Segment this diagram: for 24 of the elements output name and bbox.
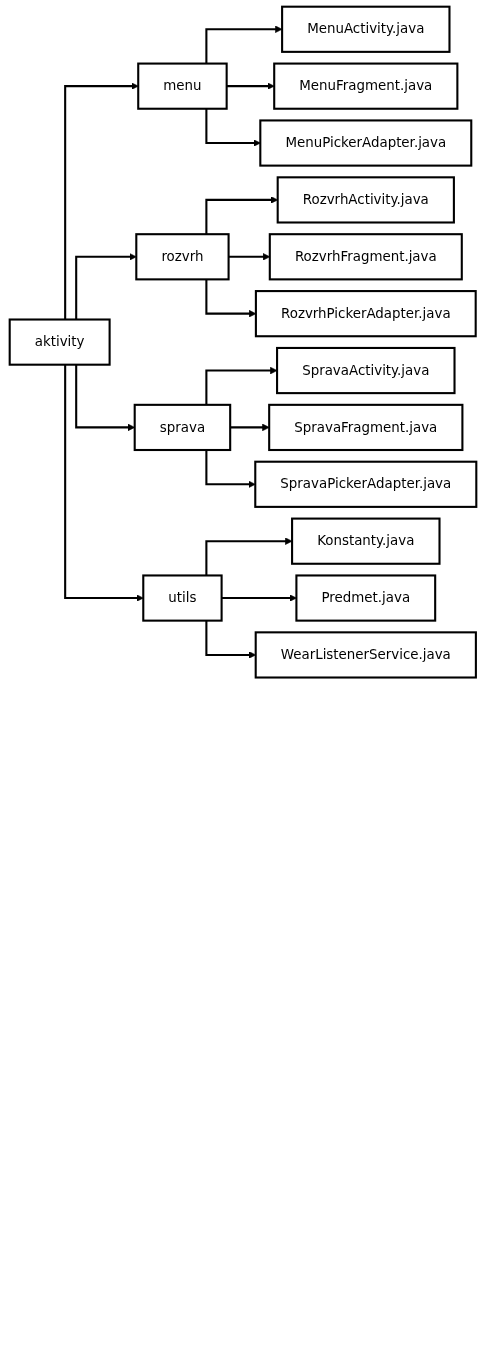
node-box: rozvrh [134,233,230,281]
node-box: sprava [133,403,231,452]
node-box: MenuActivity.java [280,5,451,53]
node-box: menu [136,62,228,110]
arrow [74,364,135,432]
arrow [204,25,282,64]
node-box: SpravaPickerAdapter.java [253,460,477,508]
arrow [204,279,256,318]
node-box: WearListenerService.java [254,631,477,679]
node-box: aktivity [8,318,111,366]
node-box: RozvrhPickerAdapter.java [254,290,477,338]
node-box: RozvrhActivity.java [276,176,455,224]
node-box: SpravaFragment.java [267,403,463,452]
node-box: Predmet.java [294,574,436,622]
node-box: MenuPickerAdapter.java [258,119,472,167]
node-box: MenuFragment.java [272,62,458,110]
node-box: utils [141,574,223,622]
node-box: Konstanty.java [290,517,441,565]
node-box: SpravaActivity.java [275,346,456,395]
arrow [204,537,292,576]
node-box: RozvrhFragment.java [268,233,463,281]
arrow [204,366,277,405]
arrow [204,196,278,235]
arrow [204,620,256,659]
